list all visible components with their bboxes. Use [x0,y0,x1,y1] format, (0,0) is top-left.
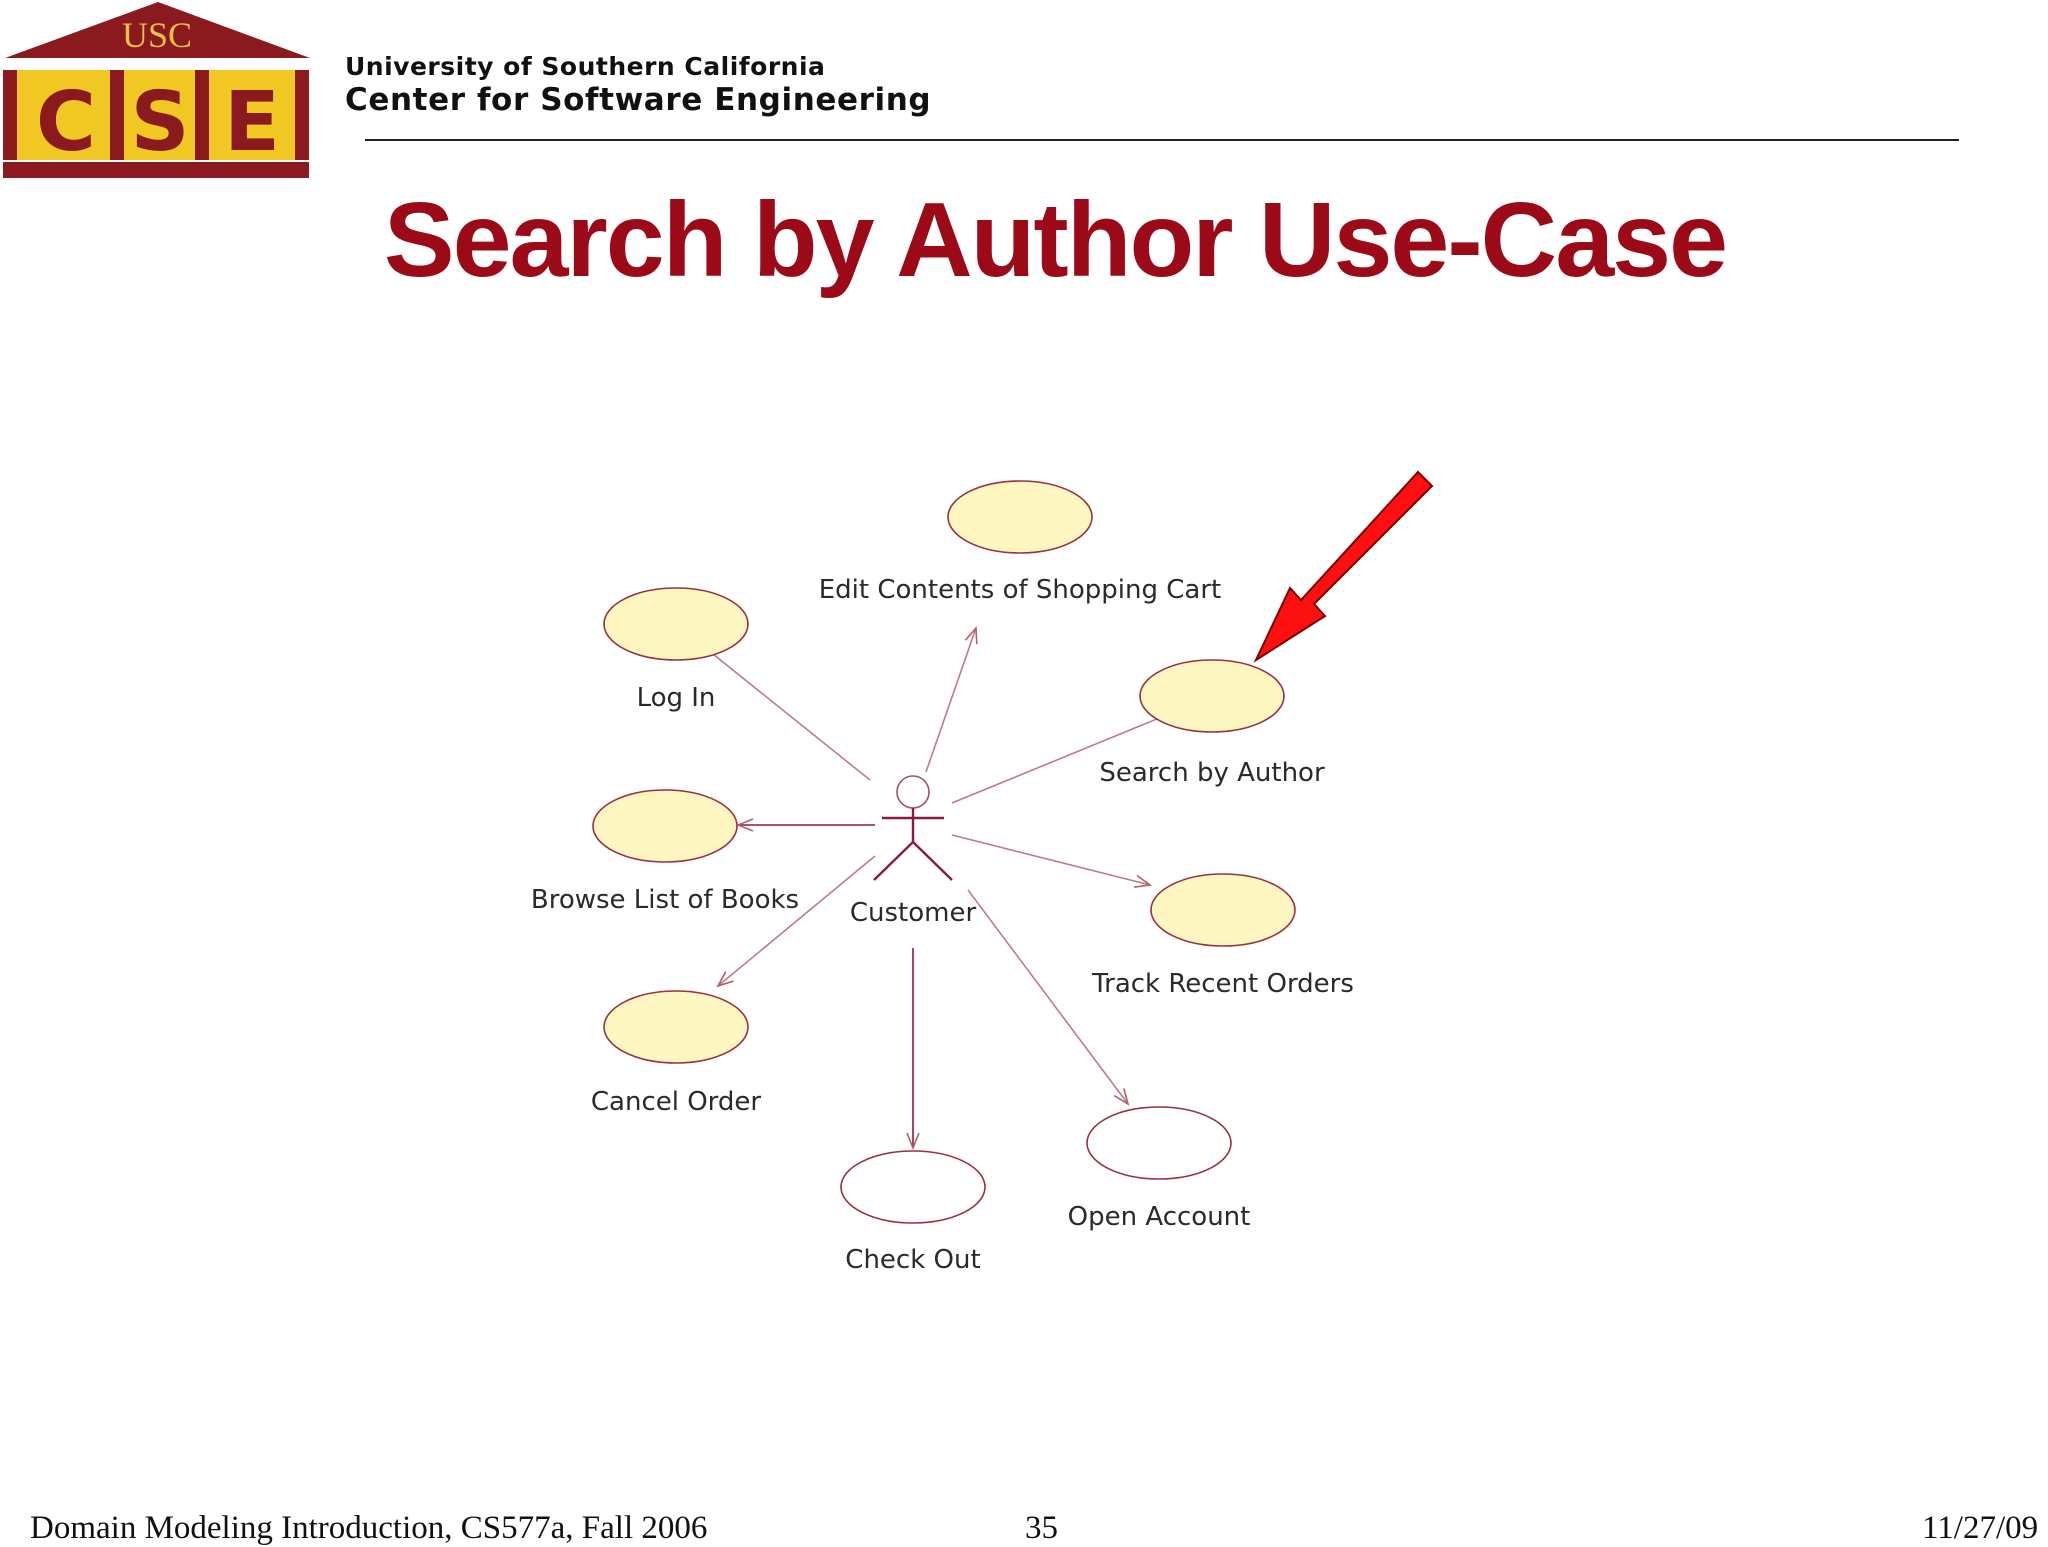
use-case-browse-books [592,789,738,863]
use-case-check-out [840,1150,986,1224]
label-cancel-order: Cancel Order [591,1087,762,1117]
org-university: University of Southern California [345,52,826,81]
assoc-track-orders [951,834,1150,885]
use-case-cancel-order [603,990,749,1064]
label-edit-cart: Edit Contents of Shopping Cart [819,575,1222,605]
assoc-cancel-order [718,855,876,986]
label-check-out: Check Out [845,1245,980,1275]
footer-page-number: 35 [1025,1510,1058,1546]
logo-letter-c: C [36,75,96,170]
header-divider [365,139,1959,141]
label-track-orders: Track Recent Orders [1091,969,1354,999]
actor-customer-icon [873,775,953,881]
use-case-log-in [603,587,749,661]
slide-title: Search by Author Use-Case [383,181,1728,299]
usc-cse-logo: USC C S E [3,2,310,178]
org-center: Center for Software Engineering [345,82,932,118]
assoc-edit-cart [925,628,976,773]
label-browse-books: Browse List of Books [531,885,799,915]
label-actor-customer: Customer [850,898,977,928]
label-search-author: Search by Author [1099,758,1325,788]
logo-letter-e: E [224,75,280,170]
use-case-edit-cart [947,480,1093,554]
logo-letter-s: S [130,75,189,170]
use-case-open-account [1086,1106,1232,1180]
footer-course: Domain Modeling Introduction, CS577a, Fa… [30,1510,708,1546]
logo-usc-text: USC [122,15,192,55]
assoc-open-account [967,889,1128,1104]
use-case-search-author [1139,659,1285,733]
label-log-in: Log In [637,683,716,713]
use-case-track-orders [1150,873,1296,947]
footer-date: 11/27/09 [1922,1510,2039,1546]
highlight-arrow-icon [1253,470,1434,663]
label-open-account: Open Account [1068,1202,1251,1232]
